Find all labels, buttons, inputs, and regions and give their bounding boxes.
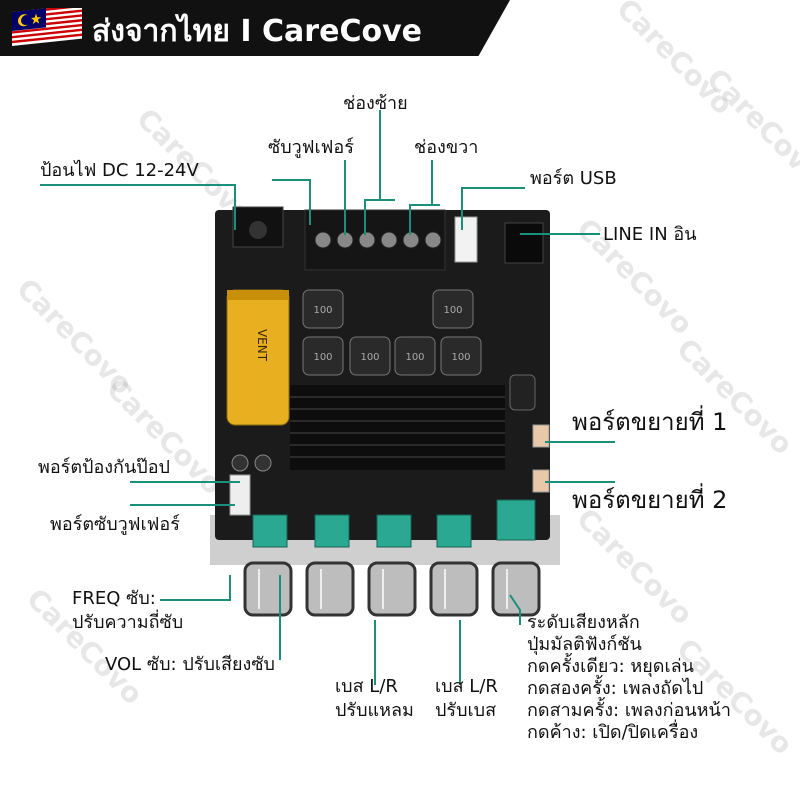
inductor-label: 100 bbox=[313, 352, 332, 363]
legend-line: กดค้าง: เปิด/ปิดเครื่อง bbox=[527, 722, 699, 743]
label-expansion-port-1: พอร์ตขยายที่ 1 bbox=[572, 408, 728, 436]
label-line-in: LINE IN อิน bbox=[603, 224, 697, 245]
capacitor: VENT bbox=[226, 289, 290, 426]
malaysia-flag-icon bbox=[12, 8, 82, 46]
label-subwoofer-output: ซับวูฟเฟอร์ bbox=[268, 137, 354, 158]
label-expansion-port-2: พอร์ตขยายที่ 2 bbox=[572, 486, 728, 514]
inductor-label: 100 bbox=[360, 352, 379, 363]
legend-line: กดสามครั้ง: เพลงก่อนหน้า bbox=[527, 700, 731, 721]
label-dc-input: ป้อนไฟ DC 12-24V bbox=[40, 160, 199, 181]
label-bass-line2: ปรับเบส bbox=[435, 700, 497, 721]
legend-line: กดสองครั้ง: เพลงถัดไป bbox=[527, 678, 704, 699]
master-volume-legend: ระดับเสียงหลัก ปุ่มมัลติฟังก์ชัน กดครั้ง… bbox=[527, 612, 731, 744]
label-left-channel: ช่องซ้าย bbox=[343, 93, 408, 114]
legend-line: ปุ่มมัลติฟังก์ชัน bbox=[527, 634, 642, 655]
label-treble-line2: ปรับแหลม bbox=[335, 700, 414, 721]
inductor-label: 100 bbox=[313, 305, 332, 316]
label-vol-sub: VOL ซับ: ปรับเสียงซับ bbox=[105, 654, 275, 675]
label-usb-port: พอร์ต USB bbox=[530, 168, 617, 189]
label-treble-line1: เบส L/R bbox=[335, 676, 398, 697]
label-subwoofer-port: พอร์ตซับวูฟเฟอร์ bbox=[50, 514, 180, 535]
legend-line: ระดับเสียงหลัก bbox=[527, 612, 640, 633]
label-pop-guard-port: พอร์ตป้องกันป๊อป bbox=[38, 457, 170, 478]
label-freq-sub-desc: ปรับความถี่ซับ bbox=[72, 612, 184, 633]
inductor-label: 100 bbox=[451, 352, 470, 363]
inductor-label: 100 bbox=[405, 352, 424, 363]
heatsink bbox=[290, 385, 505, 470]
banner-title: ส่งจากไทย I CareCove bbox=[92, 14, 422, 49]
legend-line: กดครั้งเดียว: หยุดเล่น bbox=[527, 656, 694, 677]
label-bass-line1: เบส L/R bbox=[435, 676, 498, 697]
inductor-label: 100 bbox=[443, 305, 462, 316]
label-right-channel: ช่องขวา bbox=[414, 137, 479, 158]
label-freq-sub: FREQ ซับ: bbox=[72, 588, 156, 609]
capacitor-label: VENT bbox=[255, 329, 269, 362]
